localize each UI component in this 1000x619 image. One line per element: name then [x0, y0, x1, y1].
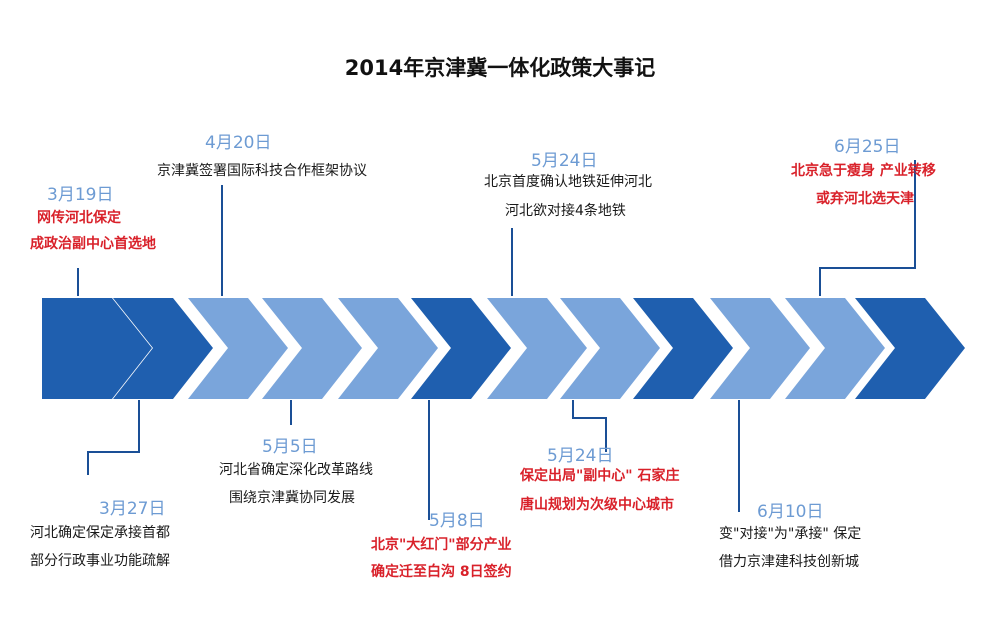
event-date-e3: 4月20日 [205, 133, 272, 153]
chevron-6 [411, 298, 511, 399]
event-date-e4: 5月5日 [262, 437, 318, 457]
event-text-e8-line-1: 变"对接"为"承接" 保定 [719, 526, 862, 542]
leader-line-e7 [572, 400, 607, 452]
event-text-e5-line-2: 确定迁至白沟 8日签约 [371, 564, 512, 580]
event-text-e7-line-2: 唐山规划为次级中心城市 [520, 497, 674, 513]
event-text-e7-line-1: 保定出局"副中心" 石家庄 [520, 468, 680, 484]
event-date-e6: 5月24日 [531, 151, 598, 171]
chevron-5 [338, 298, 438, 399]
chevron-9 [633, 298, 733, 399]
chevron-7 [487, 298, 587, 399]
chevron-8 [560, 298, 660, 399]
event-text-e4-line-2: 围绕京津冀协同发展 [229, 490, 355, 506]
event-text-e8-line-2: 借力京津建科技创新城 [719, 554, 859, 570]
event-date-e7: 5月24日 [547, 446, 614, 466]
chevron-2 [113, 298, 213, 399]
event-text-e9-line-1: 北京急于瘦身 产业转移 [791, 163, 936, 179]
chevron-4 [262, 298, 362, 399]
event-text-e6-line-2: 河北欲对接4条地铁 [505, 203, 626, 219]
event-text-e4-line-1: 河北省确定深化改革路线 [219, 462, 373, 478]
event-date-e1: 3月19日 [47, 185, 114, 205]
diagram-title: 2014年京津冀一体化政策大事记 [344, 56, 656, 80]
chevron-1 [42, 298, 152, 399]
event-text-e2-line-1: 河北确定保定承接首都 [30, 525, 170, 541]
event-text-e5-line-1: 北京"大红门"部分产业 [371, 537, 512, 553]
event-text-e9-line-2: 或弃河北选天津 [816, 191, 914, 207]
leader-line-e9 [819, 160, 916, 296]
event-date-e5: 5月8日 [429, 511, 485, 531]
chevron-11 [785, 298, 885, 399]
event-text-e1-line-1: 网传河北保定 [37, 210, 121, 226]
event-date-e9: 6月25日 [834, 137, 901, 157]
event-text-e3-line-1: 京津冀签署国际科技合作框架协议 [157, 163, 367, 179]
chevron-3 [188, 298, 288, 399]
event-date-e8: 6月10日 [757, 502, 824, 522]
event-text-e2-line-2: 部分行政事业功能疏解 [30, 553, 170, 569]
event-date-e2: 3月27日 [99, 499, 166, 519]
chevron-10 [710, 298, 810, 399]
event-text-e6-line-1: 北京首度确认地铁延伸河北 [484, 174, 652, 190]
leader-line-e2 [87, 400, 140, 475]
chevron-12 [855, 298, 965, 399]
event-text-e1-line-2: 成政治副中心首选地 [30, 236, 156, 252]
